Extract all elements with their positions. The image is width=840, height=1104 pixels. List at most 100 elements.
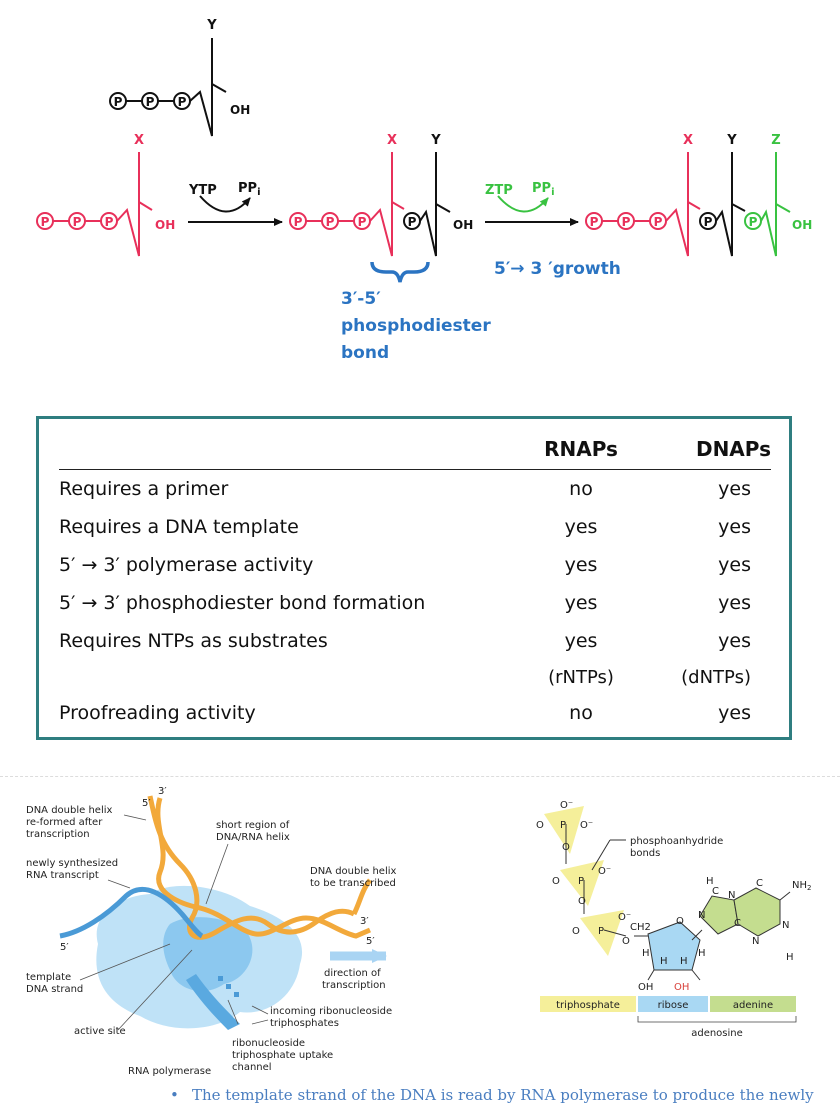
ytp-nucleotide <box>109 38 227 137</box>
label-short-region-2: DNA/RNA helix <box>216 832 290 843</box>
label-short-region-1: short region of <box>216 820 290 831</box>
label-5prime-right: 5′ <box>366 936 375 947</box>
trinucleotide-red-part <box>585 152 701 257</box>
table-row: 5′ → 3′ phosphodiester bond formation ye… <box>59 584 771 622</box>
ytp-p2-label: P <box>146 95 155 109</box>
atp-label-o-5: O <box>572 926 580 937</box>
dinuc-p4-label: P <box>408 215 417 229</box>
atp-label-ribose-h-3: H <box>680 956 688 967</box>
dna-strand-b <box>155 797 371 939</box>
rnap-cell: yes <box>564 554 598 576</box>
atp-label-p-2: P <box>578 876 584 887</box>
adenine-label: adenine <box>733 1000 773 1011</box>
table-row: 5′ → 3′ polymerase activity yes yes <box>59 546 771 584</box>
row-label <box>59 660 521 694</box>
adenine-bar <box>710 996 796 1012</box>
trinuc-oh-label: OH <box>792 218 812 232</box>
triphosphate-label: triphosphate <box>556 1000 620 1011</box>
trinuc-p3-label: P <box>654 215 663 229</box>
dinucleotide-red-part <box>289 152 405 257</box>
label-uptake-2: triphosphate uptake <box>232 1050 333 1061</box>
dinuc-oh-label: OH <box>453 218 473 232</box>
label-uptake-3: channel <box>232 1062 272 1073</box>
table-row: Requires a primer no yes <box>59 470 771 509</box>
trinuc-p2-label: P <box>622 215 631 229</box>
bottom-note: •The template strand of the DNA is read … <box>170 1086 840 1104</box>
atp-label-n-4: N <box>752 936 759 947</box>
dnap-cell: yes <box>718 630 751 652</box>
trinuc-x-label: X <box>683 133 693 148</box>
xtp-base-label: X <box>134 133 144 148</box>
dinuc-p1-label: P <box>294 215 303 229</box>
dnap-cell: yes <box>718 554 751 576</box>
table-header-dnaps: DNAPs <box>641 429 771 470</box>
trinuc-p4-label: P <box>704 215 713 229</box>
dnap-cell: yes <box>718 702 751 724</box>
xtp-nucleotide <box>36 152 153 257</box>
leader-lines <box>79 814 269 1031</box>
dinuc-y-label: Y <box>430 133 441 148</box>
atp-label-o-minus-3: O⁻ <box>598 866 611 877</box>
ytp-oh-label: OH <box>230 103 250 117</box>
bond-label-line-1: 3′-5′ <box>341 289 381 309</box>
atp-label-oh-1: OH <box>638 982 653 993</box>
atp-label-o-2: O <box>562 842 570 853</box>
dnap-cell: yes <box>718 478 751 500</box>
atp-label-n-1: N <box>698 910 705 921</box>
incoming-triphosphates <box>218 976 239 997</box>
trinuc-p1-label: P <box>590 215 599 229</box>
atp-label-o-minus-1: O⁻ <box>560 800 573 811</box>
triphosphate-bar <box>540 996 636 1012</box>
uptake-channel <box>186 974 240 1030</box>
rna-polymerase-inner <box>163 917 253 992</box>
table-row: Requires NTPs as substrates yes yes <box>59 622 771 660</box>
dinuc-p2-label: P <box>326 215 335 229</box>
ppi-product-label-2: PPi <box>532 181 555 198</box>
reaction-arrow-1 <box>188 195 283 226</box>
rnap-cell: (rNTPs) <box>548 666 614 688</box>
row-label: 5′ → 3′ polymerase activity <box>59 554 314 576</box>
atp-label-p-1: P <box>560 820 566 831</box>
label-template-2: DNA strand <box>26 984 83 995</box>
atp-label-c-3: C <box>756 878 763 889</box>
label-to-be-transcribed-1: DNA double helix <box>310 866 397 877</box>
label-to-be-transcribed-2: to be transcribed <box>310 878 396 889</box>
polymerization-reaction-diagram: P P P Y OH P P P X OH YTP PPi <box>36 18 812 363</box>
rna-polymerase-diagram: DNA double helix re-formed after transcr… <box>26 786 397 1077</box>
label-active-site: active site <box>74 1026 126 1037</box>
ztp-reagent-label: ZTP <box>485 183 513 198</box>
dnap-cell: yes <box>718 516 751 538</box>
label-rna-polymerase: RNA polymerase <box>128 1066 211 1077</box>
atp-label-o-4: O <box>578 896 586 907</box>
atp-label-oh-2: OH <box>674 982 689 993</box>
atp-label-n-3: N <box>782 920 789 931</box>
table-row: (rNTPs) (dNTPs) <box>59 660 771 694</box>
label-rna-transcript-1: newly synthesized <box>26 858 118 869</box>
xtp-p1-label: P <box>41 215 50 229</box>
adenosine-label: adenosine <box>691 1028 743 1039</box>
ribose-bar <box>638 996 708 1012</box>
atp-label-o-minus-2: O⁻ <box>580 820 593 831</box>
label-uptake-1: ribonucleoside <box>232 1038 305 1049</box>
adenosine-bracket <box>637 1016 797 1023</box>
atp-label-ribose-h-4: H <box>698 948 706 959</box>
label-5prime-top: 5′ <box>142 798 151 809</box>
xtp-oh-label: OH <box>155 218 175 232</box>
phosphate-groups <box>544 806 624 956</box>
atp-label-nh2: NH2 <box>792 880 811 892</box>
bond-label-line-3: bond <box>341 343 389 363</box>
atp-label-ribose-h-1: H <box>642 948 650 959</box>
polymerase-comparison-box: RNAPs DNAPs Requires a primer no yes Req… <box>36 416 792 740</box>
atp-label-c-2: C <box>734 918 741 929</box>
atp-label-o-3: O <box>552 876 560 887</box>
table-header-row: RNAPs DNAPs <box>59 429 771 470</box>
rnap-cell: yes <box>564 592 598 614</box>
atp-label-ribose-h-2: H <box>660 956 668 967</box>
atp-label-phosphoanhydride-1: phosphoanhydride <box>630 836 723 847</box>
row-label: Requires a primer <box>59 478 229 500</box>
label-incoming-1: incoming ribonucleoside <box>270 1006 392 1017</box>
reaction-arrow-2 <box>485 195 579 226</box>
label-dna-reformed-1: DNA double helix <box>26 805 113 816</box>
dna-strand-a <box>147 795 356 940</box>
